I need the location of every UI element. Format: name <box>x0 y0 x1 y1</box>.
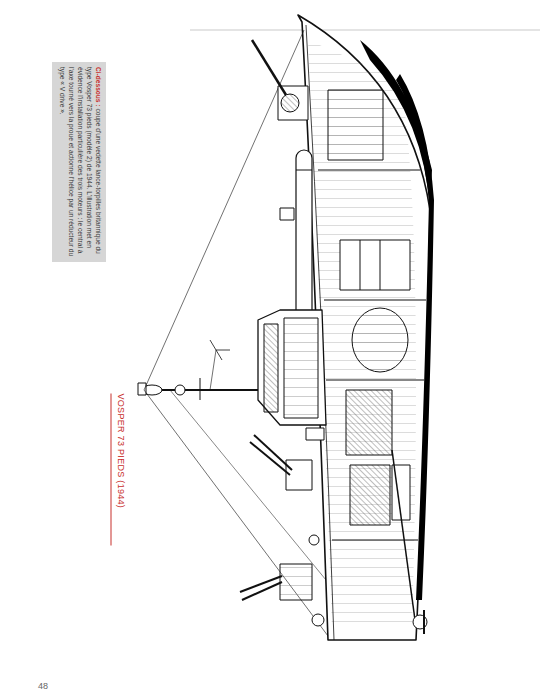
ship-cutaway <box>138 15 434 640</box>
section-title: VOSPER 73 PIEDS (1944) <box>111 394 126 546</box>
caption-lead: Ci-dessous : <box>95 67 102 107</box>
rule-line <box>190 30 540 31</box>
caption-panel: Ci-dessous : coupe d'une vedette lance-t… <box>52 62 106 262</box>
page-number: 48 <box>38 681 48 691</box>
